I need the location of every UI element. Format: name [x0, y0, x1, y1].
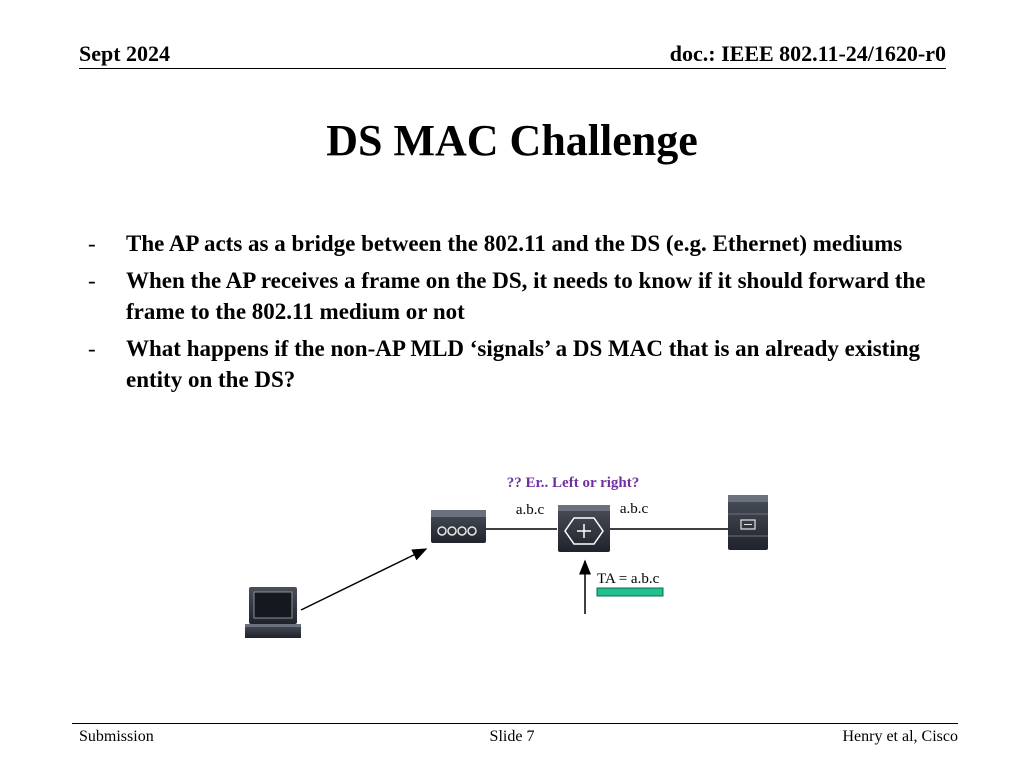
footer-submission: Submission [79, 728, 154, 745]
bullet-text: When the AP receives a frame on the DS, … [126, 268, 926, 324]
frame-bar [596, 587, 664, 597]
access-point-icon [431, 510, 486, 543]
footer-divider [72, 723, 958, 724]
header-divider [79, 68, 946, 69]
bullet-marker: - [88, 231, 96, 256]
arrow-laptop-to-ap [300, 548, 428, 611]
laptop-icon [245, 587, 301, 638]
bullet-marker: - [88, 268, 96, 293]
bullet-text: What happens if the non-AP MLD ‘signals’… [126, 336, 921, 392]
ta-label: TA = a.b.c [597, 571, 660, 587]
question-label: ?? Er.. Left or right? [507, 475, 640, 491]
bullet-text: The AP acts as a bridge between the 802.… [126, 231, 903, 256]
switch-icon [558, 505, 610, 552]
slide-title: DS MAC Challenge [326, 116, 698, 165]
bullet-item: - What happens if the non-AP MLD ‘signal… [88, 333, 948, 395]
bullet-item: - The AP acts as a bridge between the 80… [88, 228, 948, 259]
right-mac-label: a.b.c [620, 501, 649, 517]
header-doc-id: doc.: IEEE 802.11-24/1620-r0 [669, 41, 946, 66]
footer-slide-number: Slide 7 [489, 728, 535, 745]
footer-authors: Henry et al, Cisco [842, 728, 958, 745]
bullet-marker: - [88, 336, 96, 361]
server-icon [728, 495, 768, 550]
bullet-item: - When the AP receives a frame on the DS… [88, 265, 948, 327]
left-mac-label: a.b.c [516, 502, 545, 518]
header-date: Sept 2024 [79, 41, 171, 66]
bullet-list: - The AP acts as a bridge between the 80… [88, 228, 948, 401]
